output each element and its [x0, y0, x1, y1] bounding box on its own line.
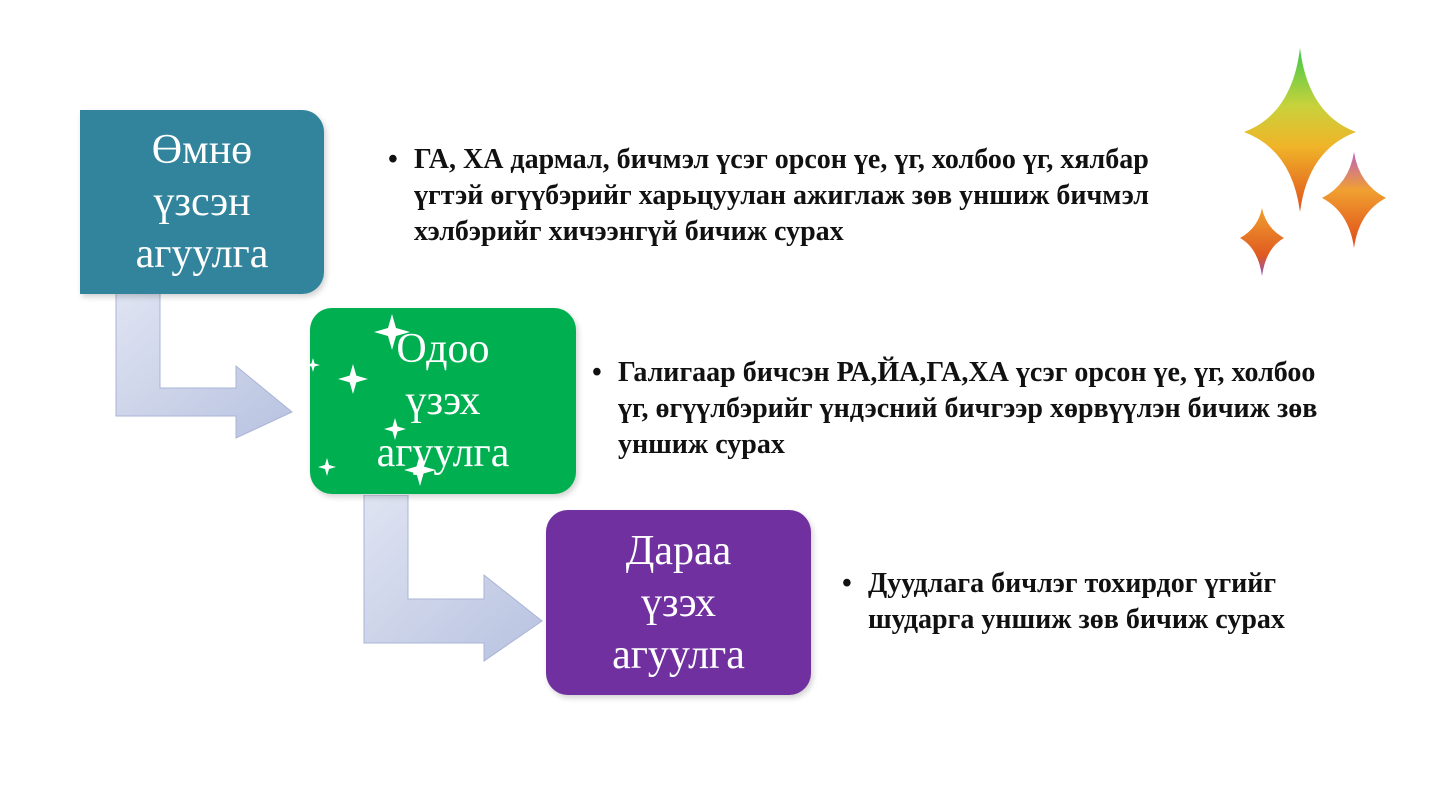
sparkle-stars-icon: [1240, 48, 1386, 276]
step-box-line: үзэх: [405, 378, 481, 424]
description-text: ГА, ХА дармал, бичмэл үсэг орсон үе, үг,…: [414, 144, 1150, 247]
twinkle-icon: [306, 358, 320, 372]
step-box-current: Одоо үзэх агуулга: [306, 308, 576, 494]
step-box-line: Өмнө: [151, 127, 253, 173]
twinkle-icon: [338, 364, 368, 394]
bullet-icon: •: [388, 144, 398, 175]
step-box-line: Дараа: [625, 527, 732, 574]
step-box-line: агуулга: [135, 231, 269, 277]
twinkle-icon: [374, 314, 410, 350]
bullet-icon: •: [842, 568, 852, 599]
step-box-line: Одоо: [396, 326, 490, 372]
twinkle-icon: [318, 458, 336, 476]
step-box-line: үзэх: [641, 579, 716, 626]
step-description-previous: • ГА, ХА дармал, бичмэл үсэг орсон үе, ү…: [388, 142, 1178, 250]
medium-sparkle-icon: [1322, 152, 1386, 248]
description-text: Дуудлага бичлэг тохирдог үгийг шударга у…: [868, 568, 1285, 635]
bullet-icon: •: [592, 357, 602, 388]
twinkle-icon: [404, 454, 436, 486]
step-box-previous: Өмнө үзсэн агуулга: [80, 110, 324, 294]
step-box-line: үзсэн: [153, 179, 251, 225]
small-sparkle-icon: [1240, 208, 1284, 276]
step-description-next: • Дуудлага бичлэг тохирдог үгийг шударга…: [842, 566, 1382, 638]
step-box-next: Дараа үзэх агуулга: [546, 510, 811, 695]
step-description-current: • Галигаар бичсэн РА,ЙА,ГА,ХА үсэг орсон…: [592, 355, 1332, 463]
description-text: Галигаар бичсэн РА,ЙА,ГА,ХА үсэг орсон ү…: [618, 357, 1318, 460]
step-box-line: агуулга: [612, 631, 745, 678]
bent-arrow-1: [115, 292, 293, 439]
step-box-line: агуулга: [376, 430, 510, 476]
bent-arrow-2: [363, 495, 543, 662]
big-sparkle-icon: [1244, 48, 1356, 212]
twinkle-icon: [384, 418, 406, 440]
